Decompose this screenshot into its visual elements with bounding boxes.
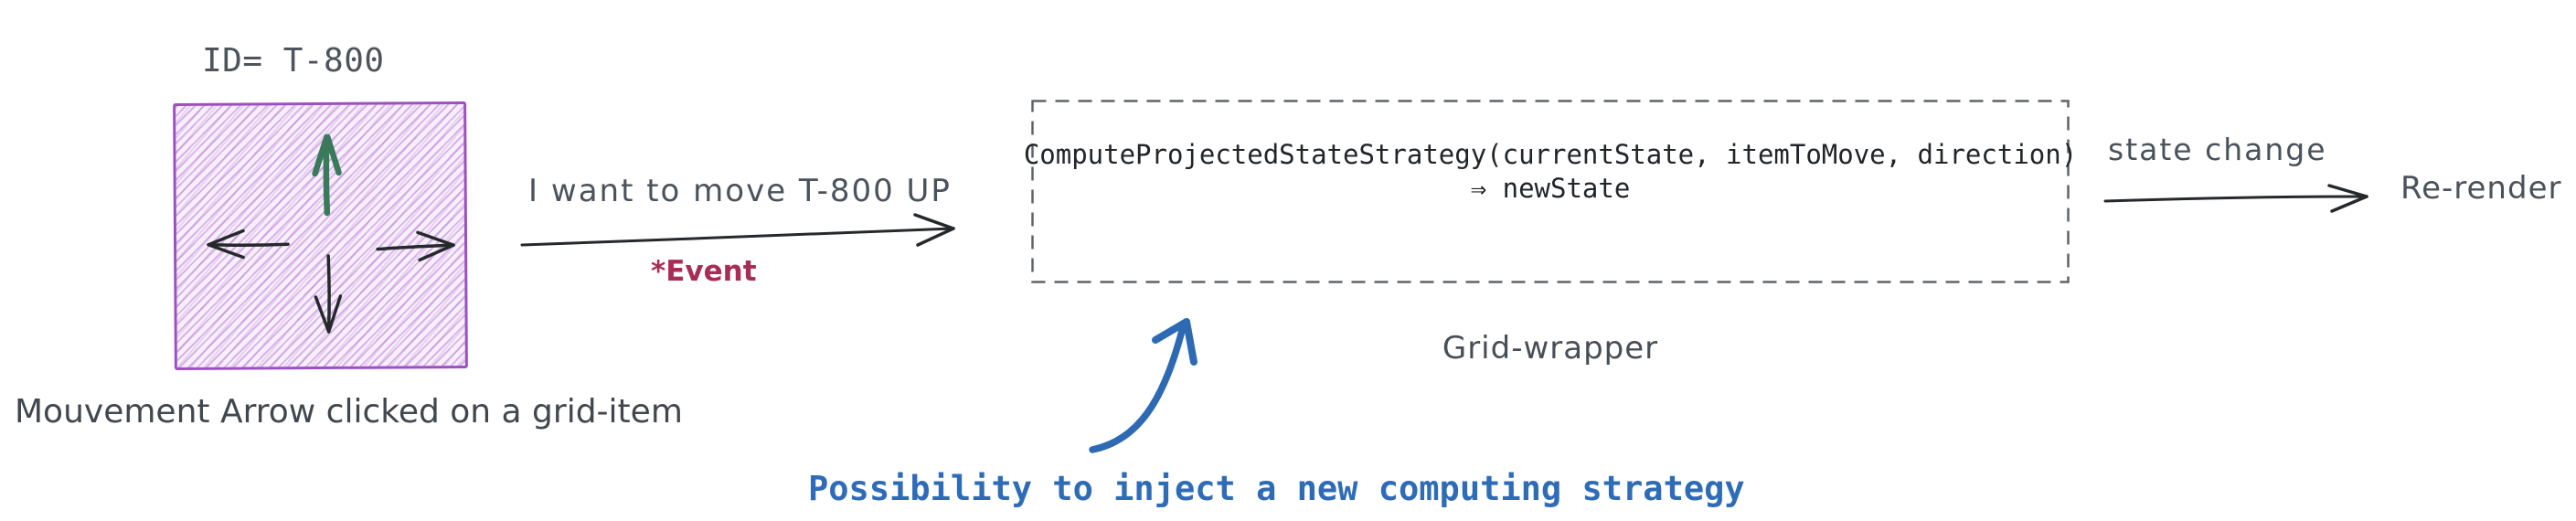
grid-wrapper-box: [1031, 100, 2070, 283]
event-arrow-label: I want to move T-800 UP: [528, 173, 952, 209]
grid-item-id-label: ID= T-800: [202, 42, 385, 80]
down-arrow-icon: [314, 254, 343, 334]
left-arrow-icon: [207, 229, 290, 260]
injection-note: Possibility to inject a new computing st…: [808, 469, 1745, 508]
strategy-code: ComputeProjectedStateStrategy(currentSta…: [1022, 138, 2079, 206]
state-change-label: state change: [2108, 132, 2327, 167]
event-annotation: *Event: [651, 255, 757, 288]
right-arrow-icon: [376, 230, 455, 262]
strategy-code-line2: ⇒ newState: [1470, 173, 1631, 204]
event-arrow: [520, 213, 955, 247]
state-change-arrow: [2103, 184, 2368, 213]
strategy-code-line1: ComputeProjectedStateStrategy(currentSta…: [1023, 139, 2078, 170]
grid-item-caption: Mouvement Arrow clicked on a grid-item: [15, 393, 683, 431]
grid-item-square: [173, 101, 468, 370]
up-arrow-icon: [312, 133, 342, 217]
rerender-label: Re-render: [2400, 170, 2562, 207]
movement-arrows-icon: [207, 133, 455, 334]
grid-wrapper-label: Grid-wrapper: [1442, 330, 1659, 367]
injection-arrow: [1089, 318, 1198, 453]
